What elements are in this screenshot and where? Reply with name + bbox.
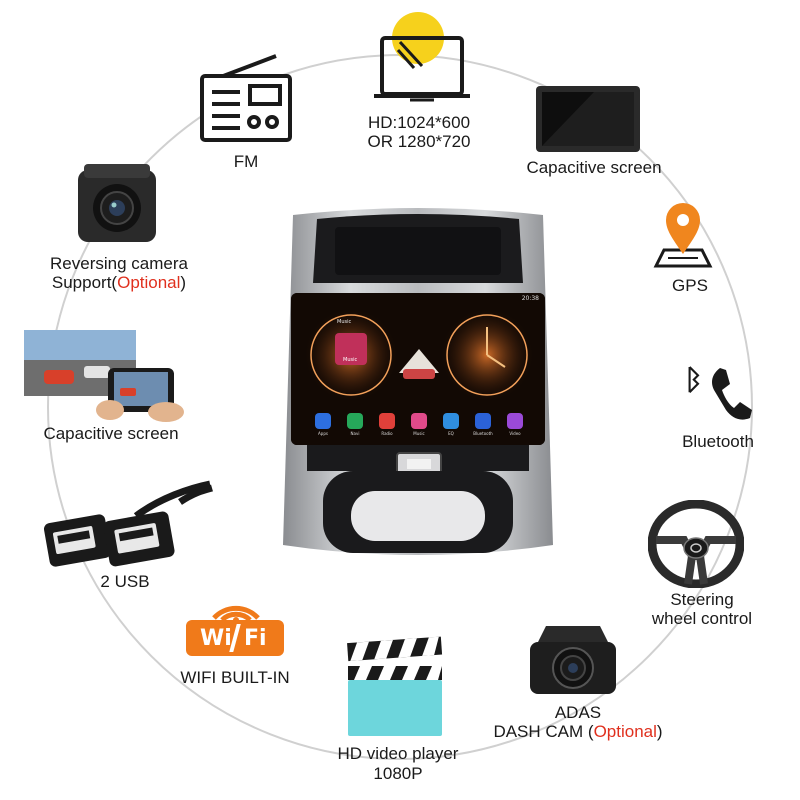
dashcam-icon bbox=[530, 626, 616, 694]
app-label-apps: Apps bbox=[318, 431, 328, 436]
usb-label: 2 USB bbox=[100, 572, 150, 591]
adas-label-line2: DASH CAM (Optional) bbox=[480, 722, 676, 741]
reversing-optional: Optional bbox=[117, 273, 181, 292]
radio-app-icon[interactable] bbox=[379, 413, 395, 429]
bluetooth-label: Bluetooth bbox=[682, 432, 754, 451]
adas-suffix: ) bbox=[656, 722, 663, 741]
wifi-feature: Wi Fi bbox=[184, 594, 288, 666]
radio-icon bbox=[200, 54, 292, 142]
cap-top-label: Capacitive screen bbox=[526, 158, 662, 177]
music-title: Music bbox=[337, 319, 352, 325]
wifi-badge-left: Wi bbox=[200, 626, 232, 651]
app-label-video: Video bbox=[509, 431, 521, 436]
wifi-badge: Wi Fi bbox=[186, 620, 284, 656]
bluetooth-feature bbox=[680, 360, 756, 430]
car-stereo-head-unit: 20:38 Music Music Apps Navi Radio Music … bbox=[283, 205, 553, 565]
status-time: 20:38 bbox=[521, 295, 539, 302]
adas-optional: Optional bbox=[593, 722, 657, 741]
monitor-icon bbox=[536, 86, 640, 152]
reversing-prefix: Support( bbox=[51, 273, 118, 292]
usb-feature bbox=[40, 478, 216, 574]
app-label-music: Music bbox=[413, 431, 425, 436]
fm-label: FM bbox=[233, 152, 259, 171]
gps-label: GPS bbox=[672, 276, 708, 295]
video-app-icon[interactable] bbox=[507, 413, 523, 429]
music-center-label: Music bbox=[343, 357, 358, 363]
steering-label-line1: Steering bbox=[670, 590, 734, 609]
steering-feature bbox=[648, 500, 744, 588]
screen-background bbox=[291, 293, 545, 445]
eq-icon[interactable] bbox=[443, 413, 459, 429]
video-label-line2: 1080P bbox=[373, 764, 423, 783]
reversing-label-line2: Support(Optional) bbox=[30, 273, 208, 292]
hd-label-line2: OR 1280*720 bbox=[367, 132, 471, 151]
wifi-label: WIFI BUILT-IN bbox=[180, 668, 290, 687]
clapperboard-icon bbox=[347, 636, 443, 736]
reversing-label-line1: Reversing camera bbox=[50, 254, 188, 273]
app-label-bluetooth: Bluetooth bbox=[473, 431, 493, 436]
app-label-eq: EQ bbox=[448, 431, 454, 436]
hd-label-line1: HD:1024*600 bbox=[367, 113, 471, 132]
fm-feature bbox=[196, 50, 296, 170]
bluetooth-app-icon[interactable] bbox=[475, 413, 491, 429]
reversing-suffix: ) bbox=[180, 273, 187, 292]
adas-feature bbox=[526, 622, 620, 698]
wifi-badge-right: Fi bbox=[244, 626, 267, 651]
camera-icon bbox=[78, 164, 156, 242]
gps-feature bbox=[652, 198, 714, 270]
adas-prefix: DASH CAM ( bbox=[493, 722, 594, 741]
gps-pin-icon bbox=[653, 203, 713, 268]
steering-label-line2: wheel control bbox=[651, 609, 753, 628]
music-app-icon[interactable] bbox=[411, 413, 427, 429]
steering-wheel-icon bbox=[648, 500, 744, 588]
touch-screen[interactable]: 20:38 Music Music Apps Navi Radio Music … bbox=[291, 293, 545, 445]
navi-icon[interactable] bbox=[347, 413, 363, 429]
reversing-camera-feature bbox=[74, 160, 160, 246]
wifi-signal-icon bbox=[212, 605, 260, 622]
screen-mirror-icon bbox=[24, 330, 184, 422]
video-label-line1: HD video player bbox=[337, 744, 459, 763]
adas-label-line1: ADAS bbox=[554, 703, 602, 722]
app-dock: Apps Navi Radio Music EQ Bluetooth Video bbox=[291, 409, 545, 445]
laptop-icon bbox=[374, 12, 470, 102]
apps-icon[interactable] bbox=[315, 413, 331, 429]
hd-feature bbox=[370, 10, 470, 110]
screen-mirror-feature bbox=[24, 330, 190, 422]
app-label-radio: Radio bbox=[381, 431, 393, 436]
app-label-navi: Navi bbox=[350, 431, 360, 436]
monitor-feature bbox=[534, 84, 642, 156]
cap-left-label: Capacitive screen bbox=[43, 424, 179, 443]
video-feature bbox=[344, 636, 448, 740]
bluetooth-phone-icon bbox=[688, 366, 752, 420]
usb-cable-icon bbox=[43, 480, 213, 567]
